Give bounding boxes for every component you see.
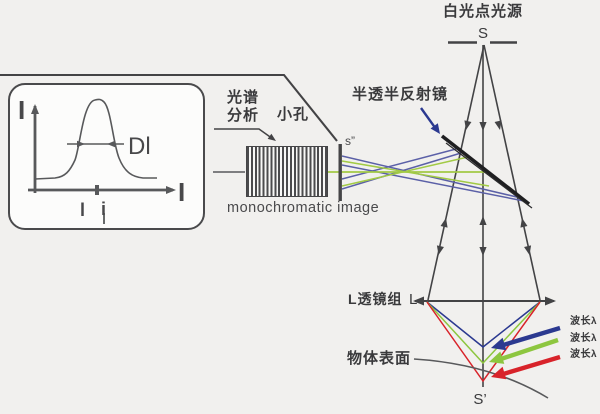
source-point-label: S	[477, 25, 488, 42]
arrowhead-down-icon	[494, 120, 502, 130]
chromatic-focus-rays	[426, 301, 541, 383]
splitter-pointer-arrow-icon	[420, 107, 440, 134]
wavelength-tick-label-a: l	[80, 200, 85, 220]
arrowhead-down-icon	[524, 245, 532, 255]
beam-splitter-back	[445, 142, 533, 209]
spectral-peak-curve	[34, 98, 157, 180]
lens-group-label: L透镜组	[348, 291, 403, 307]
monochromatic-image-caption: monochromatic image	[227, 200, 380, 216]
object-surface-arc	[413, 358, 549, 399]
arrowhead-down-icon	[464, 120, 472, 130]
arrowhead-down-icon	[479, 122, 487, 131]
beam-splitter-front	[440, 134, 531, 206]
wavelength-arrow-red	[499, 354, 561, 378]
arrowhead-down-icon	[436, 245, 444, 255]
wavelength-axis-arrowhead-icon	[166, 186, 176, 194]
wavelength-label-green: 波长λ	[570, 333, 598, 344]
pinhole-label: 小孔	[277, 106, 310, 123]
wavelength-arrowhead-blue-icon	[491, 337, 507, 351]
lens-symbol	[413, 296, 556, 306]
wavelength-arrow-green	[497, 337, 559, 363]
green-focus-ray	[426, 301, 541, 365]
focus-point-label: S’	[473, 391, 487, 408]
pointer-shaft	[420, 107, 437, 130]
wavelength-arrows	[489, 325, 561, 380]
wavelength-label-red: 波长λ	[570, 349, 598, 360]
pointer-arrowhead-icon	[430, 123, 440, 134]
reflected-ray-bundle	[328, 148, 525, 202]
red-focus-ray	[426, 301, 541, 383]
wavelength-arrow-blue	[499, 325, 561, 349]
linewidth-annotation	[67, 140, 124, 148]
analysis-leader-arrowhead-icon	[267, 133, 276, 141]
green-ray	[341, 156, 469, 187]
wavelength-arrowhead-green-icon	[489, 351, 505, 364]
grating-box	[246, 146, 328, 197]
wavelength-label-blue: 波长λ	[570, 316, 598, 327]
analysis-leader-stroke	[214, 128, 274, 140]
blue-ray	[341, 164, 525, 202]
source-ray-cone	[427, 44, 541, 301]
linewidth-arrowhead-right-icon	[77, 140, 85, 148]
blue-ray	[341, 148, 457, 180]
pinhole-plate	[338, 144, 342, 201]
lens-arrowhead-left-icon	[413, 296, 424, 306]
arrowhead-up-icon	[479, 216, 487, 225]
spectral-analysis-label-line2: 分析	[227, 107, 260, 124]
arrowhead-down-icon	[479, 247, 487, 256]
spectrum-graph-box: I I Dl l i	[8, 83, 205, 230]
linewidth-arrowhead-left-icon	[107, 140, 115, 148]
white-light-source-label: 白光点光源	[442, 3, 523, 20]
blue-focus-ray	[426, 301, 541, 348]
arrowhead-up-icon	[520, 218, 528, 228]
object-surface-label: 物体表面	[347, 350, 412, 367]
green-ray	[341, 160, 490, 187]
intensity-axis-arrowhead-icon	[31, 104, 39, 114]
beam-splitter	[440, 134, 533, 209]
wavelength-tick-label-b: i	[101, 199, 106, 219]
blue-ray	[341, 155, 522, 199]
pinhole-leader-line	[0, 73, 338, 142]
spectrum-graph-canvas: I I Dl l i	[18, 95, 185, 224]
beam-splitter-label: 半透半反射镜	[352, 86, 449, 103]
wavelength-arrowhead-red-icon	[491, 366, 507, 380]
lens-letter-label: L	[409, 291, 418, 308]
linewidth-label: Dl	[128, 133, 151, 160]
spectral-analysis-label-line1: 光谱	[227, 89, 260, 106]
analysis-leader-line	[214, 128, 276, 141]
axis-end-label: I	[178, 177, 185, 207]
image-point-label: s”	[345, 134, 355, 148]
arrowhead-up-icon	[440, 218, 448, 228]
ray-right	[483, 44, 541, 301]
lens-arrowhead-right-icon	[545, 296, 556, 306]
intensity-axis-label: I	[18, 95, 25, 125]
